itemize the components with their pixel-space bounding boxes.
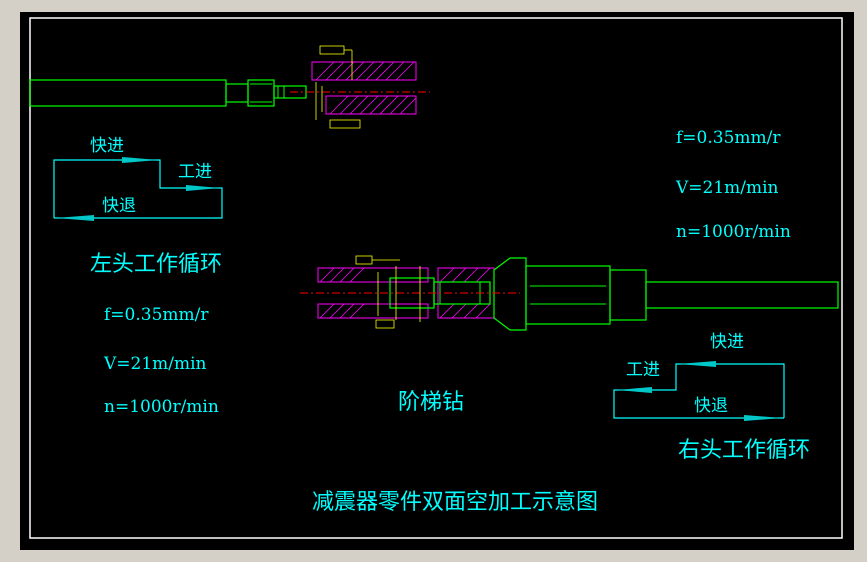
right-workpiece-bottom	[317, 303, 429, 319]
right-cycle-title: 右头工作循环	[678, 438, 811, 463]
right-dimensions	[355, 255, 421, 329]
left-work-in-label: 工进	[178, 162, 212, 182]
drawing-border	[29, 17, 843, 539]
left-cycle-path	[53, 159, 223, 219]
right-workpiece-hatch	[319, 267, 491, 319]
right-speed-param: V=21m/min	[676, 178, 779, 198]
right-work-in-arrow	[616, 387, 652, 393]
left-dimensions	[315, 45, 361, 129]
right-fast-out-arrow	[744, 415, 782, 421]
right-cycle-diagram	[613, 361, 785, 421]
right-head-assembly	[300, 255, 839, 331]
right-rpm-param: n=1000r/min	[676, 222, 791, 242]
left-fast-in-arrow	[122, 157, 158, 163]
right-fast-in-label: 快进	[710, 332, 744, 352]
left-workpiece-bottom	[325, 95, 417, 115]
left-workpiece-hatch	[315, 61, 417, 115]
left-fast-in-label: 快进	[90, 136, 124, 156]
left-speed-param: V=21m/min	[104, 354, 207, 374]
drawing-title: 减震器零件双面空加工示意图	[312, 490, 599, 515]
right-fast-in-arrow	[678, 361, 716, 367]
left-cycle-title: 左头工作循环	[90, 252, 223, 277]
left-fast-out-label: 快退	[102, 196, 136, 216]
right-collet	[493, 257, 527, 331]
left-rpm-param: n=1000r/min	[104, 397, 219, 417]
step-drill-label: 阶梯钻	[398, 390, 465, 415]
left-head-assembly	[29, 45, 430, 129]
right-cycle-path	[613, 363, 785, 419]
right-workpiece-top	[317, 267, 429, 283]
right-spindle	[645, 281, 839, 309]
right-work-in-label: 工进	[626, 360, 660, 380]
left-work-in-arrow	[186, 185, 220, 191]
right-feed-param: f=0.35mm/r	[676, 128, 781, 148]
left-cycle-diagram	[53, 157, 223, 221]
left-feed-param: f=0.35mm/r	[104, 305, 209, 325]
right-fast-out-label: 快退	[694, 396, 728, 416]
left-fast-out-arrow	[56, 215, 94, 221]
paper-background	[20, 12, 854, 550]
